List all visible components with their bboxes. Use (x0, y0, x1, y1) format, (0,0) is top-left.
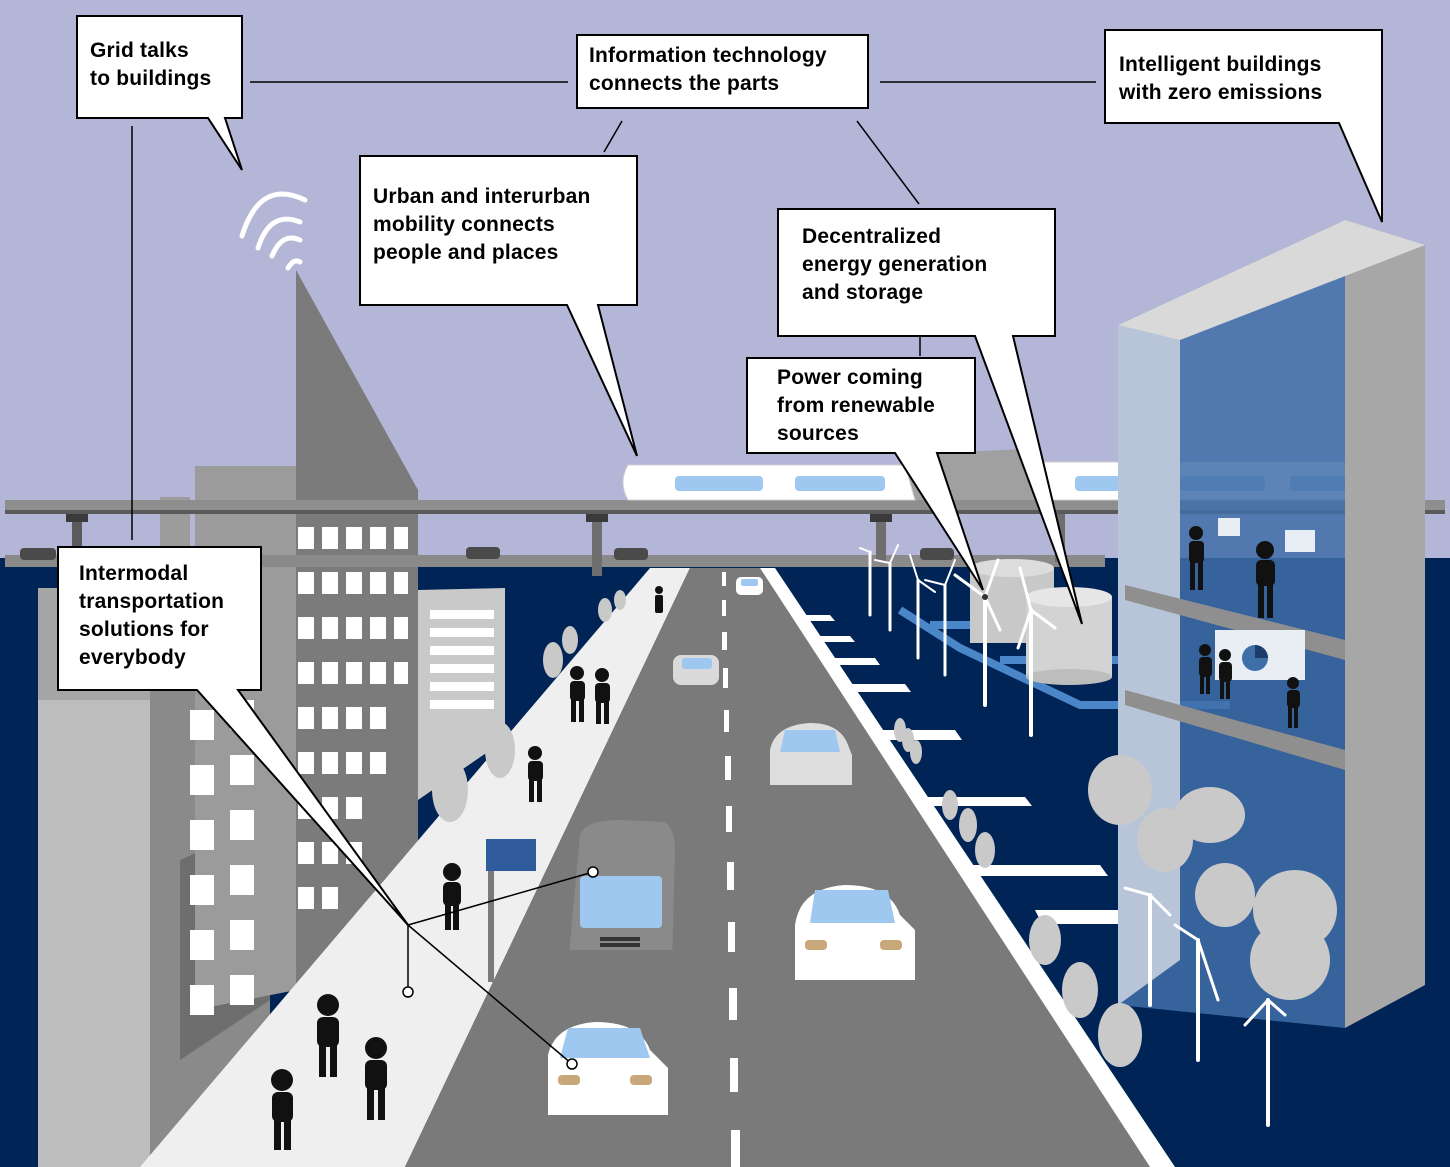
short-left-building-side (38, 700, 158, 1167)
tower-windows (190, 527, 494, 1015)
intermodal-callout-text: Intermodal transportation solutions for … (79, 562, 225, 669)
person-icon (595, 668, 610, 724)
mobility-callout-bubble (359, 155, 638, 457)
connector-lines (131, 81, 1096, 1065)
intelligent-callout-bubble (1104, 29, 1383, 223)
person-icon (317, 994, 339, 1077)
low-office (418, 588, 505, 800)
wind-turbine-icon (874, 544, 899, 632)
highway-strip (5, 555, 1105, 567)
wind-turbine-icon (924, 559, 956, 677)
car-icon (548, 1022, 668, 1115)
trees (432, 590, 1337, 1067)
car-icon (795, 885, 915, 980)
grid-callout-bubble (76, 15, 243, 171)
tree-icon (432, 590, 626, 822)
it-callout-bubble (576, 34, 869, 109)
person-icon (570, 666, 585, 722)
person-icon (1189, 526, 1204, 590)
decentral-callout-bubble (777, 208, 1083, 625)
wind-turbine-icon (859, 547, 872, 617)
person-icon (1199, 644, 1212, 694)
intelligent-callout-text: Intelligent buildings with zero emission… (1119, 53, 1323, 104)
person-icon (1219, 649, 1232, 699)
it-callout-text: Information technology connects the part… (589, 44, 827, 95)
person-icon (271, 1069, 293, 1150)
wind-turbine-icon (909, 554, 936, 660)
intermodal-callout-bubble (57, 546, 409, 926)
bus-stop-sign-icon (486, 839, 536, 982)
person-icon (443, 863, 461, 930)
power-callout-text: Power coming from renewable sources (777, 366, 936, 445)
elevated-rail (5, 500, 1445, 576)
road (405, 568, 1150, 1167)
wifi-signal-icon (239, 191, 308, 271)
car-icon (673, 655, 719, 685)
person-icon (655, 586, 663, 613)
wind-turbine-icon (1243, 998, 1287, 1127)
bus-icon (568, 820, 676, 965)
wind-turbines (859, 544, 1287, 1127)
floor-slab-lower (1125, 690, 1345, 770)
wind-turbine-icon (953, 558, 1002, 707)
person-icon (365, 1037, 387, 1120)
wind-turbine-icon (1123, 886, 1172, 1007)
sidewalk (140, 568, 690, 1167)
people (271, 526, 1300, 1150)
decentral-callout-text: Decentralized energy generation and stor… (802, 225, 988, 304)
tree-icon (894, 718, 1337, 1067)
car-icon (736, 577, 763, 595)
person-icon (528, 746, 543, 802)
car-icon (770, 723, 852, 785)
callout-bubbles (57, 15, 1383, 926)
lane-markings (722, 572, 740, 1167)
wind-turbine-icon (1173, 923, 1220, 1062)
person-icon (1256, 541, 1275, 618)
grid-callout-text: Grid talks to buildings (90, 39, 212, 90)
mobility-callout-text: Urban and interurban mobility connects p… (373, 185, 591, 264)
wind-turbine-icon (1016, 566, 1057, 737)
car-icon (20, 547, 954, 560)
power-callout-bubble (746, 357, 984, 591)
connector-nodes (402, 866, 599, 1070)
pie-chart-icon (1242, 645, 1268, 671)
person-icon (1287, 677, 1300, 728)
computer-monitor-icon (1218, 518, 1315, 552)
cars (20, 547, 954, 1115)
